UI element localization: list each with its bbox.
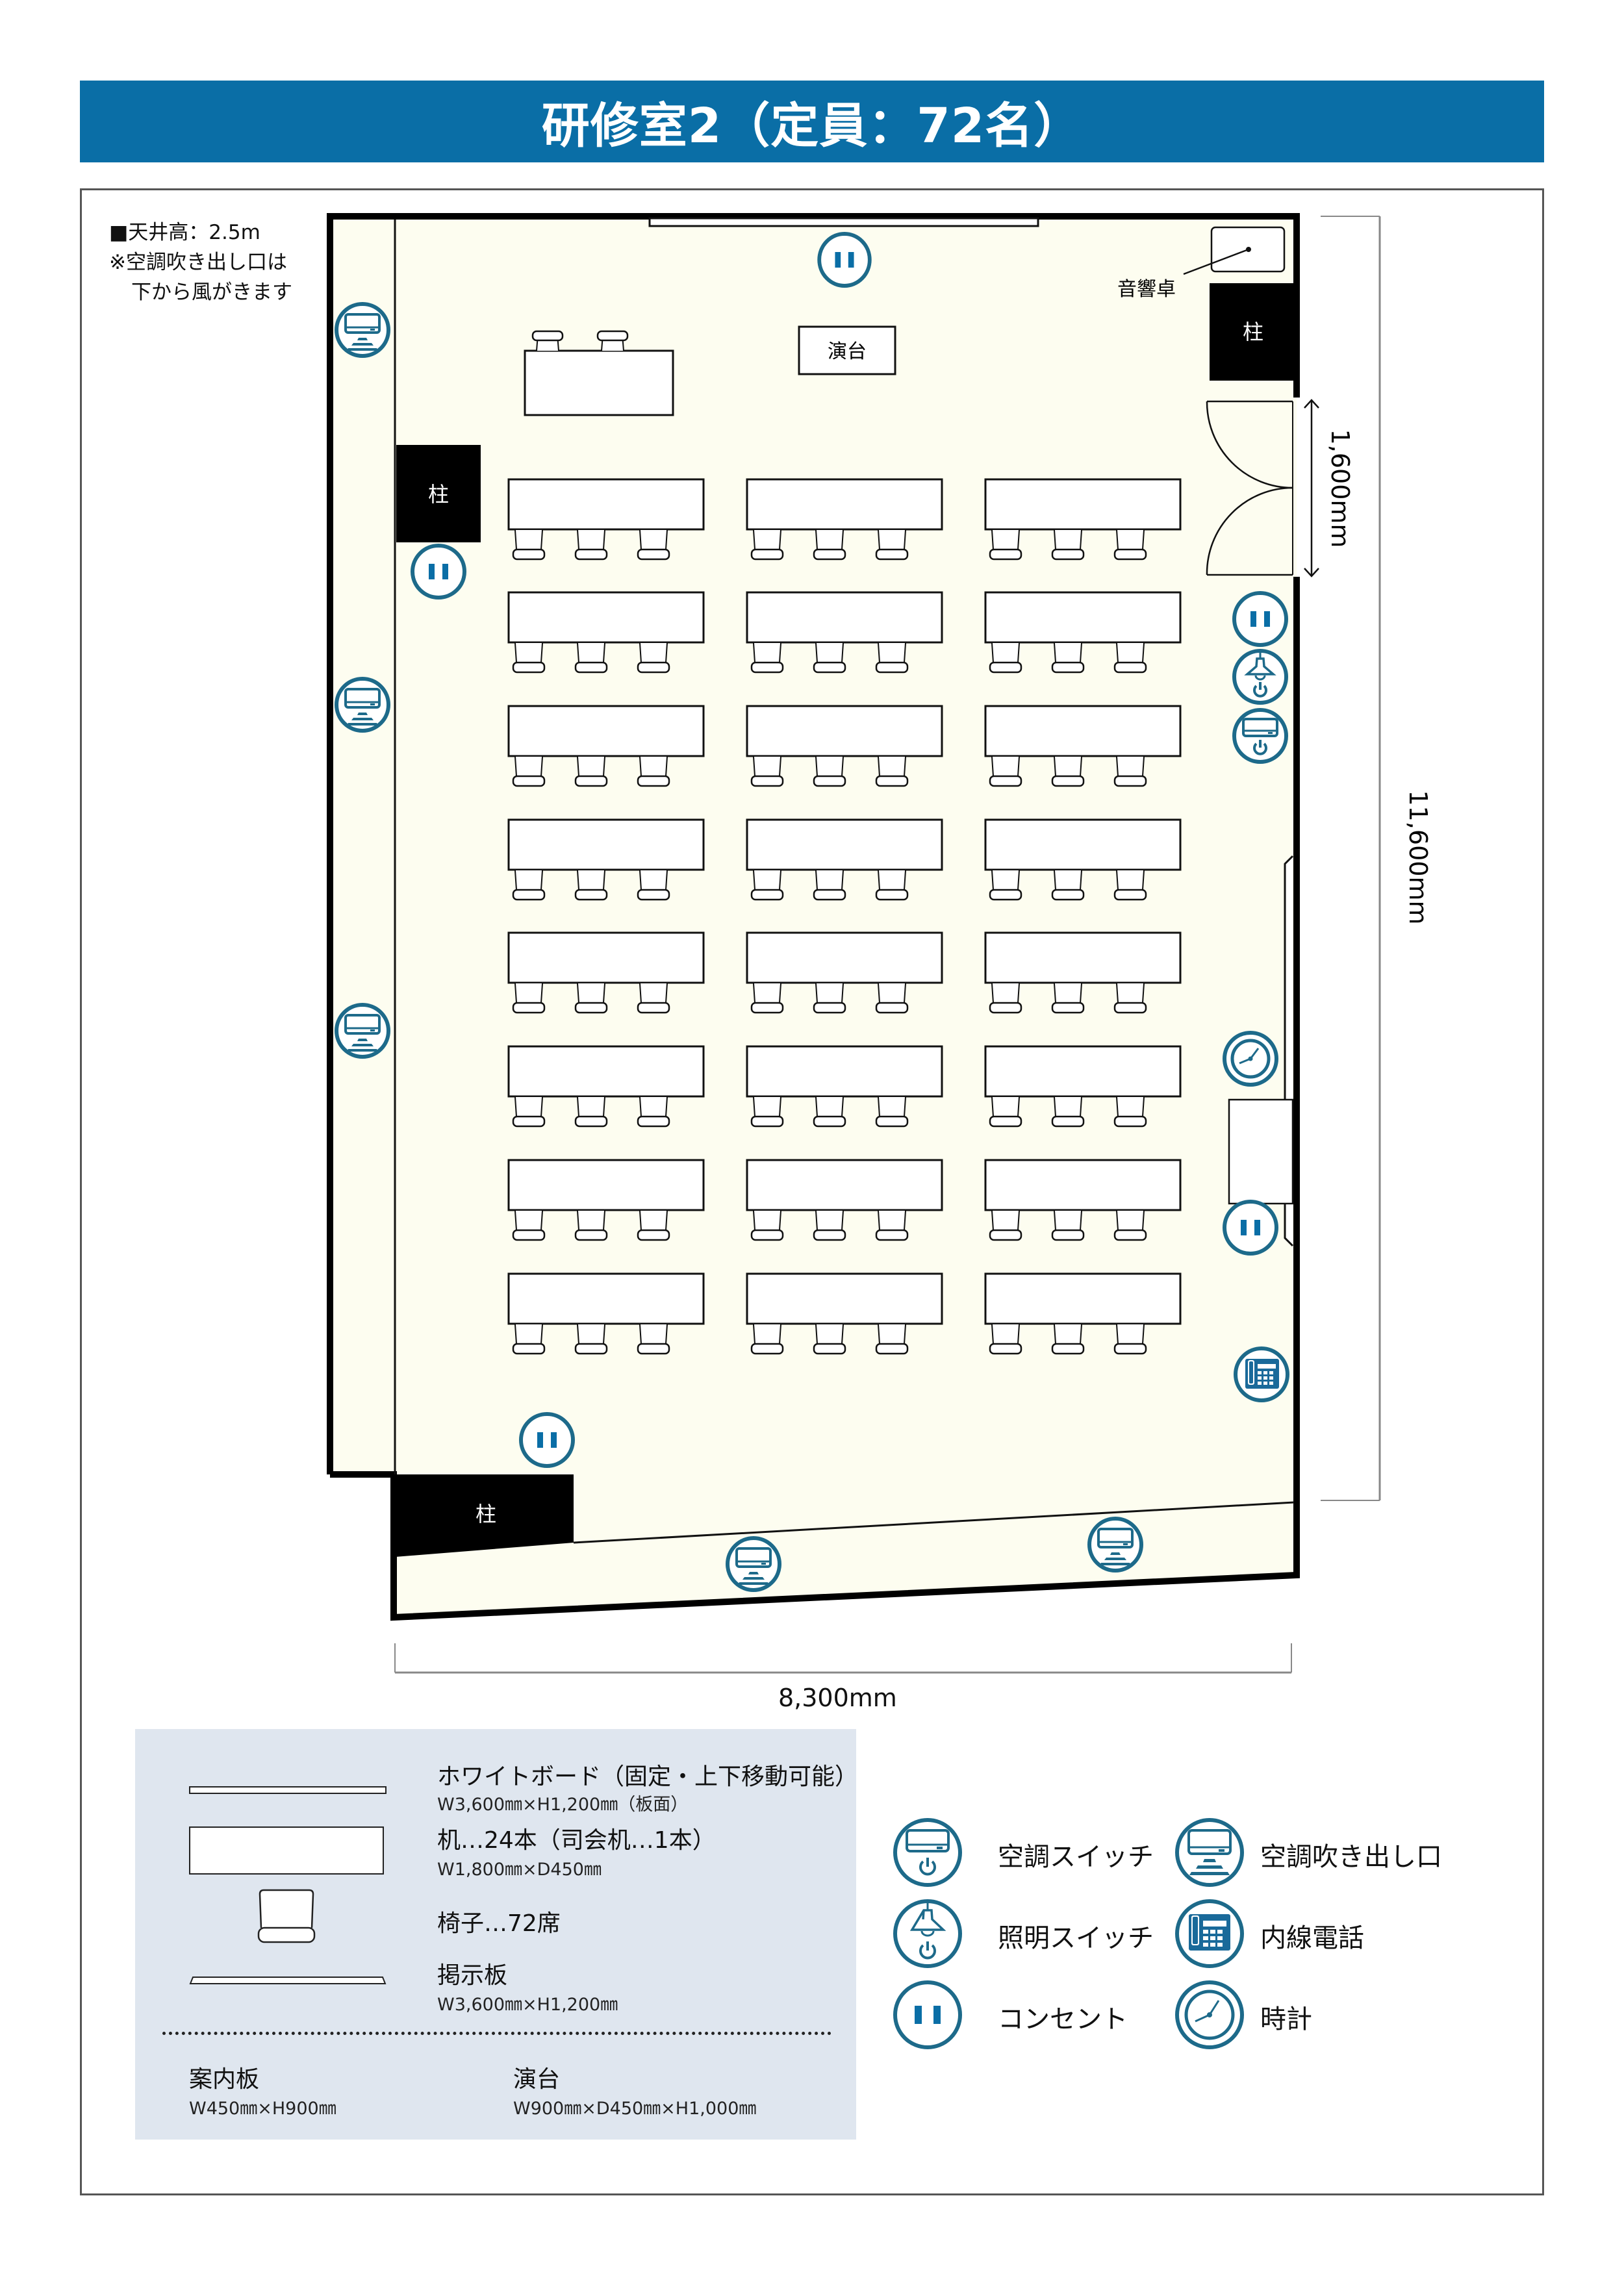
aircon-note-line1: ※空調吹き出し口は <box>109 251 287 274</box>
title-bar: 研修室2（定員：72名） <box>80 81 1544 162</box>
whiteboard-symbol <box>189 1786 387 1794</box>
room-width-label: 8,300mm <box>778 1684 897 1712</box>
pillar-top-right: 柱 <box>1210 283 1297 381</box>
svg-text:柱: 柱 <box>428 482 449 507</box>
svg-text:柱: 柱 <box>1243 320 1263 344</box>
legend-phone: 内線電話 <box>1260 1923 1364 1953</box>
outlet-icon <box>895 1982 960 2047</box>
pillar-bottom-left: 柱 <box>395 1474 574 1557</box>
svg-text:演台: 演台 <box>828 340 867 363</box>
room-notes: ■天井高：2.5m ※空調吹き出し口は 下から風がきます <box>109 218 292 307</box>
svg-text:1,600mm: 1,600mm <box>1326 429 1354 548</box>
sound-desk: 音響卓 <box>1117 226 1286 301</box>
legend-outlet: コンセント <box>998 2004 1128 2034</box>
legend-desk-spec: W1,800㎜×D450㎜ <box>437 1860 602 1880</box>
moderator-desk <box>524 330 674 416</box>
legend-divider <box>162 2032 831 2035</box>
furniture-legend: ホワイトボード（固定・上下移動可能） W3,600㎜×H1,200㎜（板面） 机… <box>135 1729 859 2140</box>
legend-aircon-vent: 空調吹き出し口 <box>1260 1842 1442 1872</box>
door-dimension: 1,600mm <box>1304 399 1354 577</box>
svg-text:音響卓: 音響卓 <box>1117 278 1176 301</box>
legend-whiteboard-spec: W3,600㎜×H1,200㎜（板面） <box>437 1795 689 1815</box>
legend-podium-spec: W900㎜×D450㎜×H1,000㎜ <box>513 2099 757 2119</box>
page-title: 研修室2（定員：72名） <box>541 97 1083 154</box>
podium: 演台 <box>798 325 896 375</box>
desk-symbol <box>189 1826 384 1875</box>
svg-text:11,600mm: 11,600mm <box>1404 790 1432 925</box>
ceiling-height-note: ■天井高：2.5m <box>109 221 260 244</box>
legend-signboard-name: 案内板 <box>189 2066 260 2093</box>
light-switch-icon <box>895 1901 960 1966</box>
legend-aircon-switch: 空調スイッチ <box>998 1842 1154 1872</box>
width-dimension <box>394 1643 1292 1674</box>
legend-chair-name: 椅子…72席 <box>437 1910 561 1937</box>
legend-podium-name: 演台 <box>513 2066 561 2093</box>
legend-clock: 時計 <box>1260 2004 1312 2034</box>
legend-whiteboard-name: ホワイトボード（固定・上下移動可能） <box>437 1763 859 1790</box>
aircon-note-line2: 下から風がきます <box>131 281 292 304</box>
pillar-left: 柱 <box>396 445 481 542</box>
phone-icon <box>1177 1901 1242 1966</box>
plan-frame <box>80 188 1544 2195</box>
legend-light-switch: 照明スイッチ <box>998 1923 1154 1953</box>
room-floor <box>327 213 1300 1621</box>
legend-noticeboard-name: 掲示板 <box>437 1962 508 1989</box>
clock-icon <box>1177 1982 1242 2047</box>
notice-board-symbol <box>189 1977 387 1984</box>
aircon-vent-icon <box>1177 1820 1242 1885</box>
aircon-switch-icon <box>895 1820 960 1885</box>
depth-dimension: 11,600mm <box>1321 216 1432 1501</box>
double-door <box>1206 400 1293 576</box>
phone-nook <box>1228 1098 1294 1205</box>
chair-symbol <box>257 1889 316 1943</box>
legend-noticeboard-spec: W3,600㎜×H1,200㎜ <box>437 1995 618 2015</box>
svg-text:柱: 柱 <box>476 1502 496 1526</box>
legend-signboard-spec: W450㎜×H900㎜ <box>189 2099 336 2119</box>
legend-desk-name: 机…24本（司会机…1本） <box>437 1827 716 1854</box>
